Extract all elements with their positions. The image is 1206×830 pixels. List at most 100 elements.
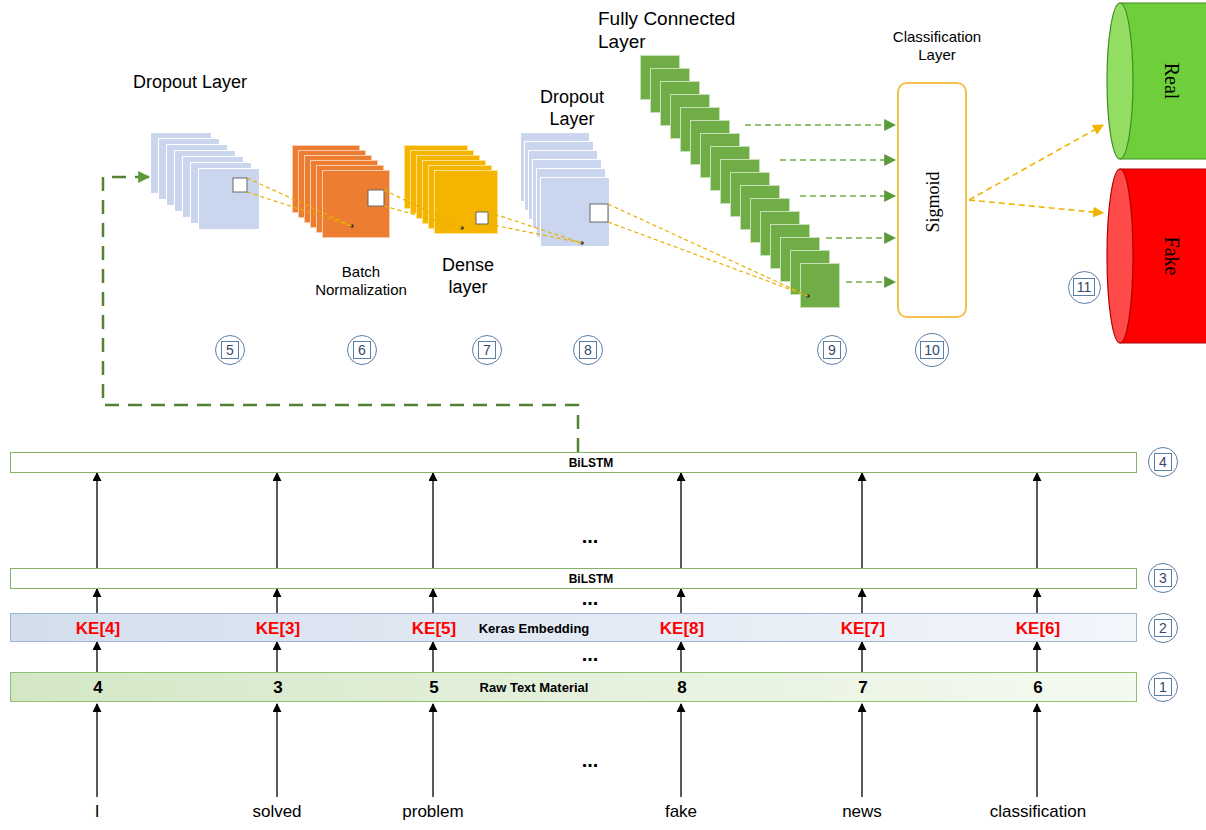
dropout-layer-stack: Dropout Layer — [150, 132, 260, 230]
input-word: I — [95, 802, 100, 822]
output-arrow — [826, 237, 895, 239]
layer-label: Dropout Layer — [133, 72, 247, 94]
token-label: 5 — [429, 678, 438, 698]
flow-arrow — [96, 473, 97, 568]
text-holder: KE[5] — [412, 619, 456, 639]
text-holder: fake — [665, 802, 697, 822]
layer-stack-illustration — [292, 145, 390, 238]
function-label: Sigmoid — [923, 171, 945, 232]
kernel-square — [476, 212, 488, 224]
layer-sheet — [435, 171, 498, 234]
input-word: problem — [402, 802, 463, 822]
text-holder: ... — [582, 748, 599, 772]
text-holder: Fake — [1160, 237, 1184, 276]
layer-stack-illustration — [404, 145, 498, 234]
text-holder: 8 — [677, 678, 686, 698]
input-arrow — [1036, 704, 1037, 797]
bilstm-band: BiLSTM — [10, 568, 1137, 589]
callout-number: 8 — [579, 341, 597, 359]
input-word: classification — [990, 802, 1086, 822]
real-class-cylinder: Real — [1106, 2, 1206, 160]
text-holder: news — [842, 802, 882, 822]
text-holder: Batch Normalization — [305, 263, 417, 299]
flow-arrow — [276, 642, 277, 672]
flow-arrow — [1036, 473, 1037, 568]
class-label: Fake — [1160, 237, 1184, 276]
text-holder: 5 — [429, 678, 438, 698]
dense-layer-stack: Dense layer — [404, 145, 498, 234]
fully-connected-stack: Fully Connected Layer — [640, 55, 840, 308]
text-holder: 3 — [273, 678, 282, 698]
kernel-square — [368, 190, 384, 206]
text-holder: ... — [582, 524, 599, 548]
input-arrow — [96, 704, 97, 797]
layer-sheet — [801, 264, 840, 308]
keras-embedding-band: KE[4]KE[3]KE[5]Keras EmbeddingKE[8]KE[7]… — [10, 613, 1137, 642]
text-holder: Classification Layer — [885, 28, 989, 64]
flow-arrow — [1036, 642, 1037, 672]
ellipsis-mark: ... — [582, 524, 599, 548]
flow-arrow — [1036, 589, 1037, 613]
callout-number: 7 — [478, 341, 496, 359]
dropout-layer-stack: Dropout Layer — [520, 132, 610, 247]
flow-arrow — [680, 642, 681, 672]
input-word: fake — [665, 802, 697, 822]
text-holder: KE[7] — [841, 619, 885, 639]
callout-number: 3 — [1154, 569, 1172, 587]
cylinder-illustration — [1106, 168, 1206, 344]
ellipsis-mark: ... — [582, 748, 599, 772]
class-label: Real — [1160, 63, 1184, 100]
class-arrow — [969, 125, 1103, 200]
callout-circle: 8 — [573, 335, 603, 365]
layer-stack-illustration — [640, 55, 840, 308]
text-holder: Sigmoid — [923, 171, 945, 232]
callout-circle: 4 — [1148, 447, 1178, 477]
output-arrow — [780, 159, 895, 161]
callout-circle: 2 — [1148, 613, 1178, 643]
token-label: KE[5] — [412, 619, 456, 639]
text-holder: ... — [582, 642, 599, 666]
callout-circle: 3 — [1148, 563, 1178, 593]
input-arrow — [276, 704, 277, 797]
text-holder: KE[3] — [256, 619, 300, 639]
ellipsis-mark: ... — [582, 586, 599, 610]
kernel-square — [590, 204, 608, 222]
callout-number: 5 — [221, 341, 239, 359]
layer-stack-illustration — [150, 132, 260, 230]
flow-arrow — [96, 589, 97, 613]
callout-circle: 6 — [347, 335, 377, 365]
text-holder: classification — [990, 802, 1086, 822]
layer-label: Dense layer — [433, 255, 503, 298]
fake-class-cylinder: Fake — [1106, 168, 1206, 344]
callout-number: 1 — [1154, 678, 1172, 696]
text-holder: Dense layer — [433, 255, 503, 298]
layer-sheet — [199, 169, 260, 230]
callout-number: 9 — [823, 341, 841, 359]
text-holder: I — [95, 802, 100, 822]
callout-number: 11 — [1073, 278, 1096, 296]
text-holder: BiLSTM — [569, 572, 614, 586]
token-label: KE[4] — [76, 619, 120, 639]
flow-arrow — [432, 642, 433, 672]
text-holder: 4 — [93, 678, 102, 698]
callout-circle: 5 — [215, 335, 245, 365]
text-holder: KE[8] — [660, 619, 704, 639]
text-holder: Fully Connected Layer — [598, 8, 768, 54]
input-word: news — [842, 802, 882, 822]
cylinder-face — [1107, 3, 1133, 159]
token-label: 8 — [677, 678, 686, 698]
text-holder: 7 — [858, 678, 867, 698]
text-holder: Raw Text Material — [480, 680, 589, 696]
flow-arrow — [432, 589, 433, 613]
kernel-square — [233, 178, 247, 192]
band-title: BiLSTM — [569, 572, 614, 586]
token-label: KE[3] — [256, 619, 300, 639]
input-arrow — [680, 704, 681, 797]
token-label: 6 — [1033, 678, 1042, 698]
ellipsis-mark: ... — [582, 642, 599, 666]
text-holder: KE[4] — [76, 619, 120, 639]
flow-arrow — [276, 589, 277, 613]
callout-circle: 11 — [1068, 271, 1101, 304]
